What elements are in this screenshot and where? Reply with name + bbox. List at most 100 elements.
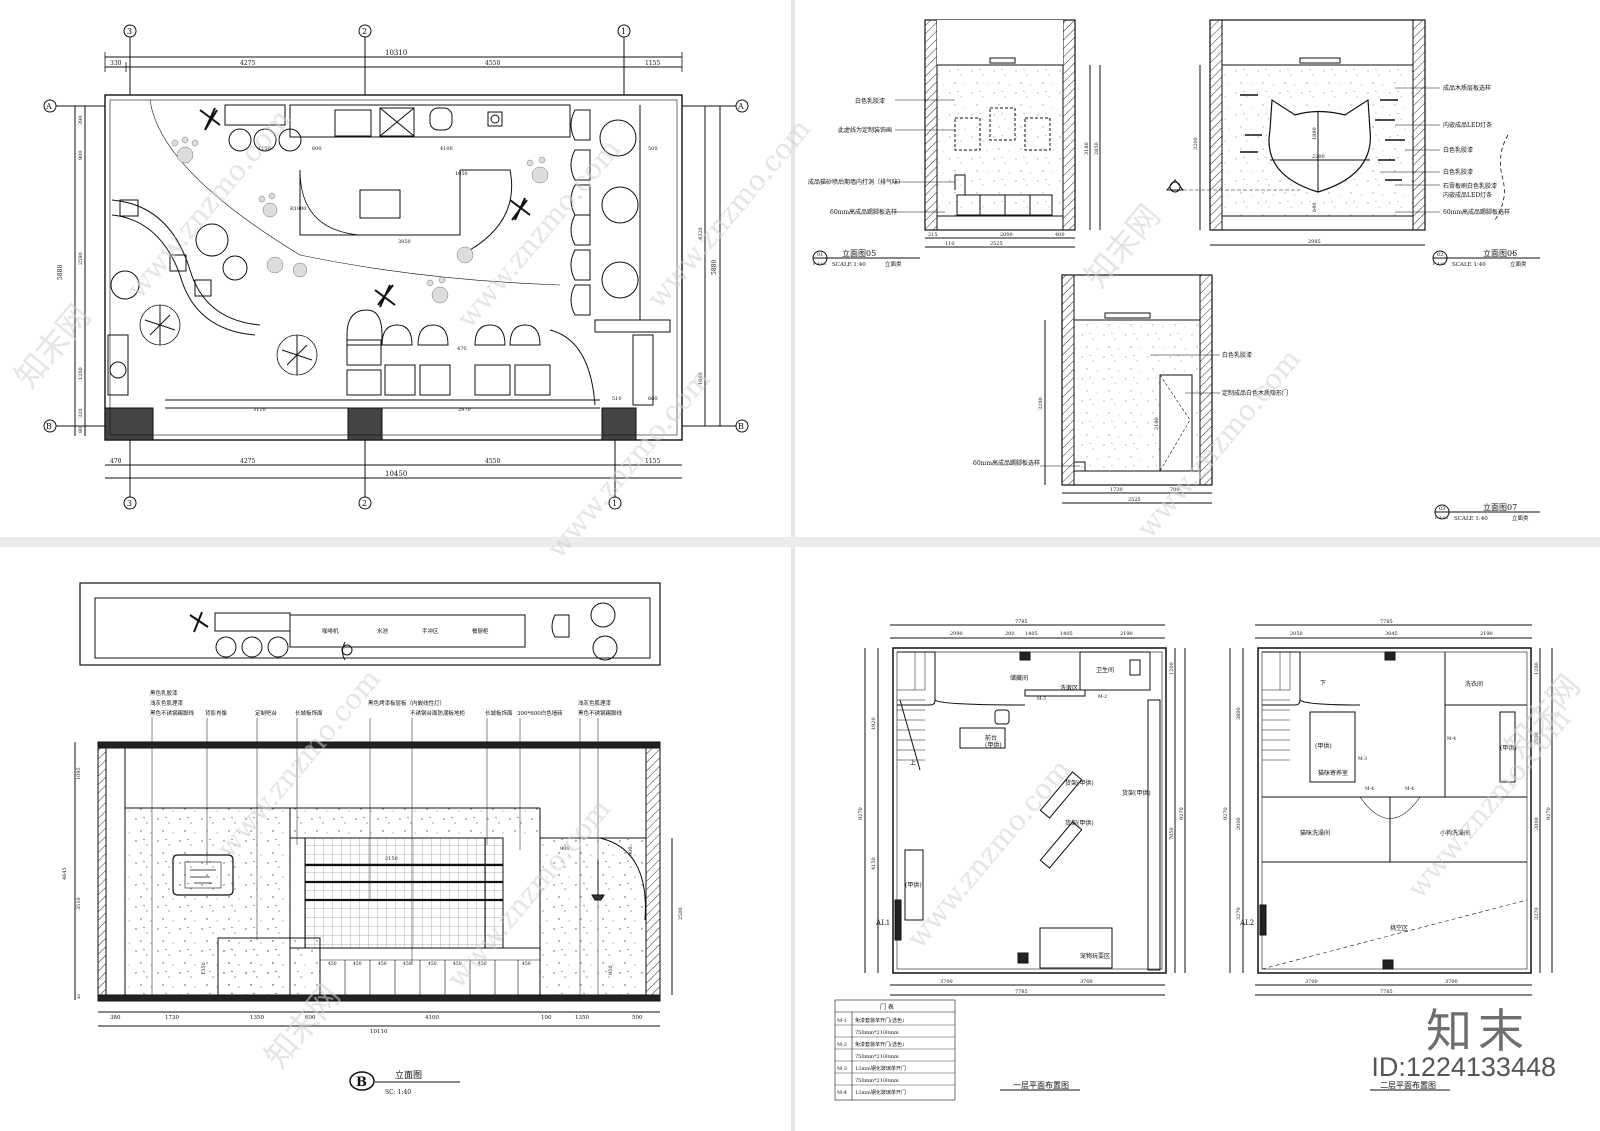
- axis-label: 3: [127, 27, 132, 36]
- door-desc: 免漆套装单开门(选色): [855, 1041, 904, 1048]
- dim-left-total: 5880: [57, 265, 64, 280]
- label: 内嵌成品LED灯条: [1443, 121, 1492, 129]
- dim: 9270: [1223, 807, 1229, 820]
- callout: 黑色不锈钢踢脚线: [578, 709, 623, 717]
- elev-ref: F-4-03: [813, 261, 826, 266]
- dim: 450: [478, 961, 487, 967]
- label: 白色乳胶漆: [1443, 146, 1473, 154]
- label: 定制成品白色木质隐形门: [1222, 389, 1288, 397]
- room-label: 卫生间: [1096, 666, 1114, 674]
- door-schedule-table: 门 表 M-1 免漆套装单开门(选色) 750mm*2100mm M-2 免漆套…: [834, 999, 956, 1101]
- door-desc: 免漆套装单开门(选色): [855, 1017, 904, 1024]
- axis-label: A: [737, 102, 744, 111]
- dim: 3700: [1445, 979, 1458, 985]
- dim: 3800: [1236, 707, 1242, 720]
- dim: 2100: [1154, 417, 1160, 430]
- plant-icon: [139, 107, 531, 376]
- dim-top-a: 330: [110, 60, 122, 67]
- door-code: M-3: [837, 1066, 847, 1072]
- dim: 9270: [1546, 807, 1552, 820]
- dim: 1200: [1169, 662, 1175, 675]
- room-label: 猫咪寄养室: [1318, 769, 1348, 777]
- portrait-frame-icon: [172, 854, 234, 896]
- brand-logo-text: 知末: [1426, 1004, 1530, 1058]
- watermark-text: www.znzmo.com: [450, 133, 627, 335]
- dim: 450: [353, 961, 362, 967]
- plan-label: 水池: [377, 627, 389, 635]
- elev-title: 立面图05: [842, 248, 876, 258]
- room-label: 储藏间: [1010, 674, 1028, 682]
- dim-inner: 3110: [253, 407, 266, 413]
- dim: 1350: [250, 1015, 264, 1021]
- room-label: (甲供): [1315, 742, 1332, 750]
- elev-scale: SCALE 1:40: [1452, 262, 1486, 268]
- callout: 不锈钢台面防潮板地柜: [410, 709, 466, 717]
- watermark-text: www.znzmo.com: [540, 363, 717, 565]
- door-table-title: 门 表: [880, 1003, 894, 1011]
- axis-label: B: [46, 422, 52, 431]
- cat-shape-icon: [1268, 98, 1371, 193]
- door-desc: 12mm钢化玻璃单开门: [855, 1065, 906, 1072]
- label: 此虚线为定制装饰画: [838, 126, 892, 134]
- dim-inner: 1150: [258, 146, 271, 152]
- room-label: 货架(甲供): [1065, 779, 1094, 787]
- dim: 450: [522, 961, 531, 967]
- callout: 黑色乳胶漆: [150, 689, 178, 697]
- dim: 450: [428, 961, 437, 967]
- panel-layout-plans: 7785 2990 1405 200 1405 2190: [834, 619, 1553, 1101]
- door-desc: 12mm钢化玻璃单开门: [855, 1089, 906, 1096]
- callout: 长城板饰面: [295, 709, 323, 717]
- callout: 浅灰色肌理漆: [578, 699, 612, 707]
- elevation-06: 成品木质层板选样 内嵌成品LED灯条 白色乳胶漆 白色乳胶漆 石膏板刷白色乳胶漆…: [1165, 19, 1540, 268]
- dim: 40: [76, 993, 81, 999]
- plan-floor-2: 7785 2050 3045 2190: [1223, 619, 1553, 1091]
- callout: 背影肖像: [205, 709, 228, 717]
- room-label: 货架(甲供): [1065, 819, 1094, 827]
- callout: 长城板饰面: [485, 709, 513, 717]
- dim-inner: 660: [648, 396, 658, 402]
- elev-num: 02: [1437, 252, 1443, 258]
- dim: 450: [403, 961, 412, 967]
- axis-label: 3: [127, 499, 132, 508]
- elev-title: 立面图06: [1483, 248, 1517, 258]
- label: 成品猫砂喷后期墙内打洞（排气味）: [808, 178, 904, 186]
- dim-inner: 4100: [440, 146, 453, 152]
- elev-title: 立面图07: [1483, 502, 1517, 512]
- door-code: M-4: [837, 1090, 847, 1096]
- watermark-text: www.znzmo.com: [900, 753, 1077, 955]
- dim: 1095: [76, 767, 82, 780]
- room-label: M-4: [1447, 736, 1456, 742]
- dim: 3045: [1385, 631, 1398, 637]
- dim: 2190: [1480, 631, 1493, 637]
- elevation-b-title: B 立面图 SC: 1:40: [349, 1069, 460, 1096]
- dim: 9270: [1179, 807, 1185, 820]
- dim: 4100: [425, 1015, 439, 1021]
- dim: 380: [110, 1015, 121, 1021]
- dim: 600: [305, 1015, 316, 1021]
- dim: 100: [541, 1015, 552, 1021]
- plan-label: 咖啡机: [322, 627, 339, 635]
- dim-left-a: 390: [78, 115, 84, 125]
- label: 60mm高成品踢脚板选样: [1443, 208, 1510, 216]
- dim-top-d: 1155: [645, 60, 660, 67]
- callout: 黑色烤漆板层板（内嵌线性灯）: [368, 699, 445, 707]
- paw-decor: [171, 136, 549, 304]
- plan-title: 一层平面布置图: [1013, 1080, 1069, 1090]
- dim: 3180: [1084, 142, 1090, 155]
- dim: 7785: [1015, 619, 1028, 625]
- room-label: 货架(甲供): [1122, 789, 1151, 797]
- axis-label: B: [738, 422, 744, 431]
- dim: 1350: [575, 1015, 589, 1021]
- elev-ref: F-4-03: [1433, 261, 1446, 266]
- room-label: 前台: [985, 734, 997, 742]
- label: 白色乳胶漆: [1443, 168, 1473, 176]
- dim: 1405: [1060, 631, 1073, 637]
- dim-inner: 3850: [398, 239, 411, 245]
- dim: 2050: [1290, 631, 1303, 637]
- dim-inner: 470: [457, 346, 467, 352]
- dim: 2000: [1534, 817, 1540, 830]
- dim: 7050: [1169, 827, 1175, 840]
- dim-right-a: 4320: [698, 227, 704, 240]
- dim: 450: [378, 961, 387, 967]
- room-label: 小狗洗澡间: [1440, 829, 1470, 837]
